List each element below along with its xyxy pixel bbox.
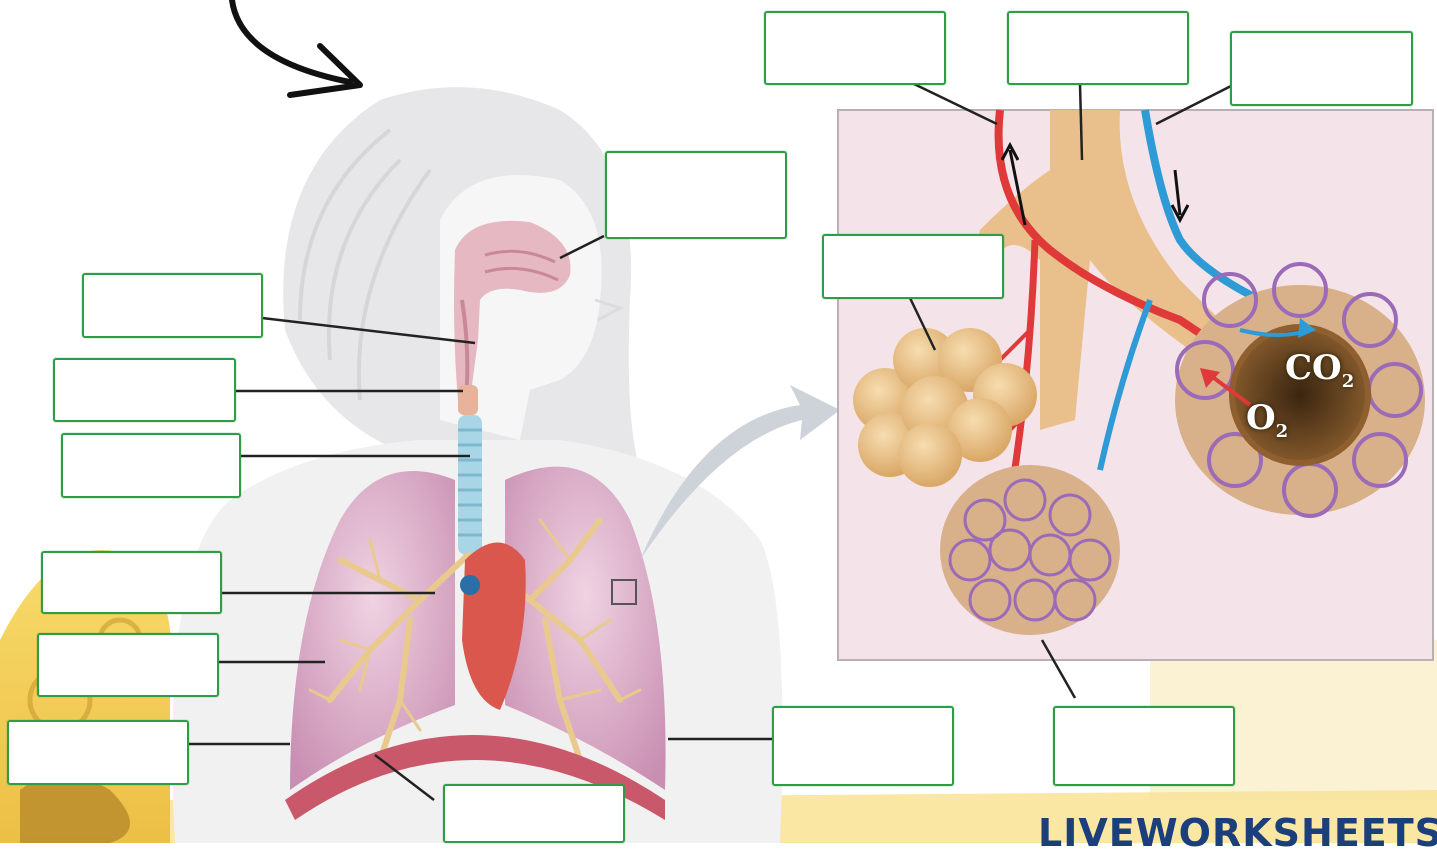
label-box-larynx[interactable] (53, 358, 236, 422)
label-box-capillaries[interactable] (1053, 706, 1235, 786)
label-box-nasal-cavity[interactable] (605, 151, 787, 239)
label-box-diaphragm[interactable] (443, 784, 625, 843)
label-box-pulmonary-vein[interactable] (764, 11, 946, 85)
label-box-lung[interactable] (7, 720, 189, 785)
o2-text: O (1246, 398, 1276, 438)
co2-label: CO2 (1285, 348, 1354, 392)
label-box-bronchiole-detail[interactable] (1007, 11, 1189, 85)
co2-subscript: 2 (1342, 371, 1355, 392)
label-box-bronchiole[interactable] (37, 633, 219, 697)
label-box-bronchus[interactable] (41, 551, 222, 614)
label-box-alveolar-sac[interactable] (822, 234, 1004, 299)
o2-label: O2 (1246, 398, 1288, 442)
trachea (458, 415, 482, 555)
label-box-pharynx[interactable] (82, 273, 263, 338)
label-box-ribs[interactable] (772, 706, 954, 786)
label-box-trachea[interactable] (61, 433, 241, 498)
watermark-logo: LIVEWORKSHEETS (1038, 814, 1437, 852)
pointer-arrow (232, 0, 360, 95)
capillary-cluster (940, 465, 1120, 635)
co2-text: CO (1285, 348, 1342, 388)
label-box-pulmonary-artery[interactable] (1230, 31, 1413, 106)
o2-subscript: 2 (1276, 421, 1289, 442)
